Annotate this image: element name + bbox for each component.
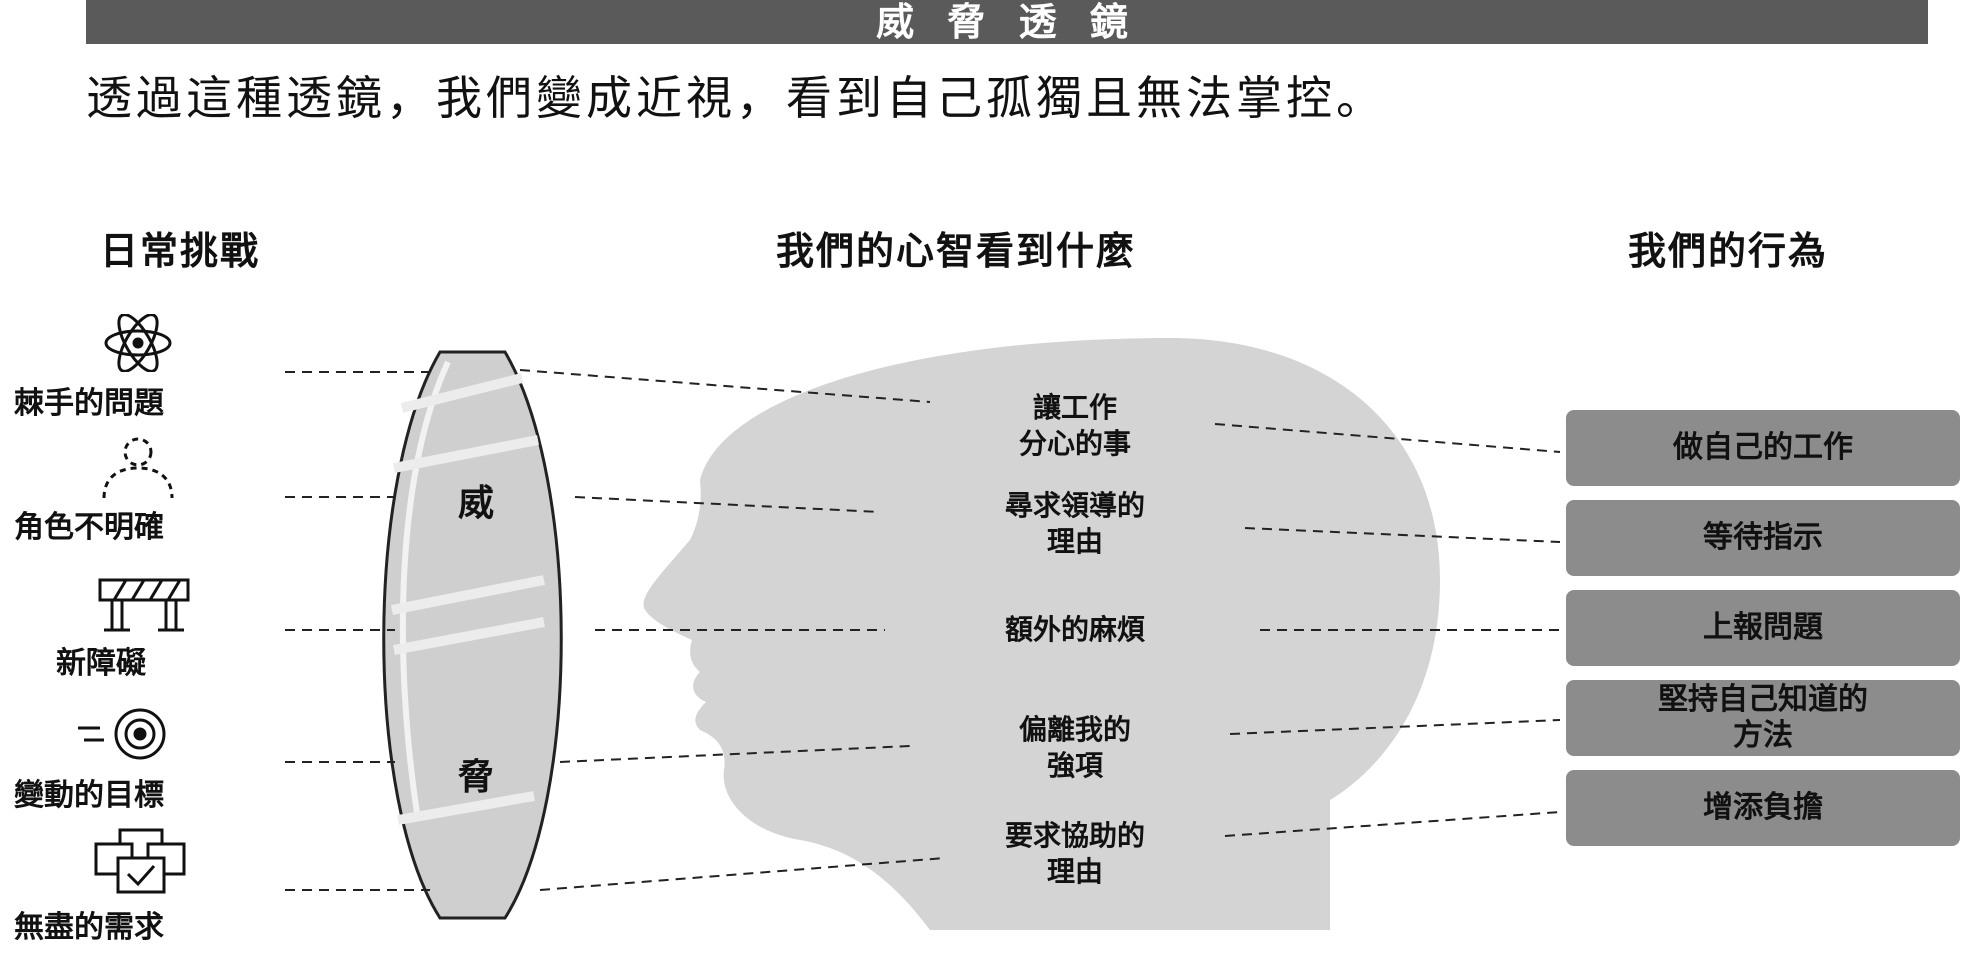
lens-char-top: 威 [458,483,495,524]
barrier-icon [98,578,190,632]
lens-highlight [399,360,451,821]
moving-target-icon [78,708,166,760]
action-box-2-label: 等待指示 [1703,520,1823,555]
challenge-label-3: 新障礙 [56,646,146,681]
challenge-label-2: 角色不明確 [14,510,164,545]
action-box-1-label: 做自己的工作 [1673,430,1853,465]
column-heading-challenges: 日常挑戰 [100,229,261,273]
action-box-4-line1: 堅持自己知道的 [1658,682,1868,717]
action-box-3-label: 上報問題 [1703,610,1823,645]
mind-label-2-line2: 理由 [1046,525,1103,558]
mind-label-3: 額外的麻煩 [955,612,1195,648]
mind-label-4-line1: 偏離我的 [1018,713,1131,746]
lens-reflections [391,373,545,825]
challenge-label-5: 無盡的需求 [14,910,164,945]
subtitle: 透過這種透鏡，我們變成近視，看到自己孤獨且無法掌控。 [86,71,1386,125]
lens-char-bottom: 脅 [458,757,495,798]
challenge-label-4: 變動的目標 [14,778,164,813]
title-bar: 威 脅 透 鏡 [86,0,1928,44]
atom-icon [104,314,172,372]
mind-label-1: 讓工作 分心的事 [955,390,1195,462]
action-box-4: 堅持自己知道的 方法 [1566,680,1960,756]
column-heading-mind: 我們的心智看到什麼 [776,229,1137,273]
challenge-label-1: 棘手的問題 [14,386,164,421]
action-box-1: 做自己的工作 [1566,410,1960,486]
head-silhouette [643,338,1440,930]
mind-label-5: 要求協助的 理由 [955,818,1195,890]
mind-label-5-line1: 要求協助的 [1004,819,1145,852]
action-box-5-label: 增添負擔 [1703,790,1823,825]
mind-label-4-line2: 強項 [1046,749,1103,782]
mind-label-3-line1: 額外的麻煩 [1004,613,1145,646]
mind-label-1-line2: 分心的事 [1018,427,1131,460]
action-box-2: 等待指示 [1566,500,1960,576]
action-box-5: 增添負擔 [1566,770,1960,846]
mind-label-5-line2: 理由 [1046,855,1103,888]
mind-label-1-line1: 讓工作 [1032,391,1117,424]
mind-label-2-line1: 尋求領導的 [1004,489,1145,522]
stacked-boxes-icon [94,828,186,894]
action-box-3: 上報問題 [1566,590,1960,666]
dashed-person-icon [102,437,174,499]
mind-label-4: 偏離我的 強項 [955,712,1195,784]
connector-lines [285,369,1561,891]
column-heading-actions: 我們的行為 [1628,229,1829,273]
action-box-4-line2: 方法 [1733,718,1793,753]
mind-label-2: 尋求領導的 理由 [955,488,1195,560]
